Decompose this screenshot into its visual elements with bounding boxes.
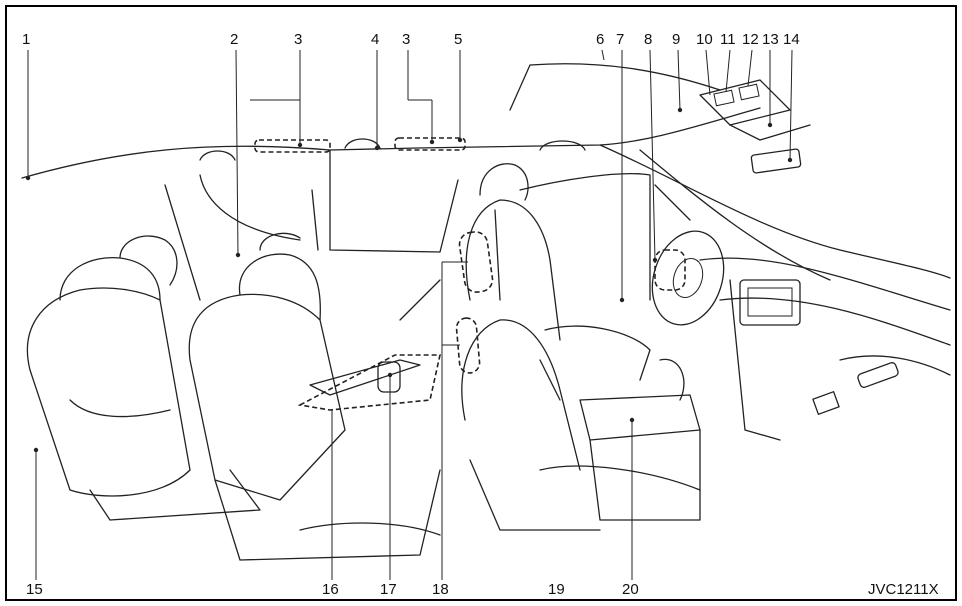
seatbelts <box>164 184 501 321</box>
callout-7: 7 <box>616 31 624 48</box>
leader-lines <box>27 49 793 580</box>
overhead-console <box>699 79 811 174</box>
callout-13: 13 <box>762 31 779 48</box>
grab-handles <box>199 138 691 221</box>
callout-9: 9 <box>672 31 680 48</box>
callout-15: 15 <box>26 581 43 598</box>
third-row-seat <box>26 235 261 521</box>
callout-6: 6 <box>596 31 604 48</box>
diagram-frame <box>5 5 957 601</box>
callout-3-left: 3 <box>294 31 302 48</box>
callout-17: 17 <box>380 581 397 598</box>
callout-1: 1 <box>22 31 30 48</box>
callout-19: 19 <box>548 581 565 598</box>
callout-10: 10 <box>696 31 713 48</box>
ceiling-fixtures <box>254 137 466 153</box>
callout-20: 20 <box>622 581 639 598</box>
cabin-outline <box>21 63 951 521</box>
leader-dots <box>25 107 793 453</box>
callout-12: 12 <box>742 31 759 48</box>
callout-labels: 1 2 3 4 3 5 6 7 8 9 10 11 12 13 14 15 16… <box>22 31 939 598</box>
callout-4: 4 <box>371 31 379 48</box>
callout-14: 14 <box>783 31 800 48</box>
callout-11: 11 <box>720 31 736 48</box>
callout-5: 5 <box>454 31 462 48</box>
front-seats <box>455 163 701 531</box>
callout-18: 18 <box>432 581 449 598</box>
callout-8: 8 <box>644 31 652 48</box>
callout-16: 16 <box>322 581 339 598</box>
figure-code: JVC1211X <box>868 581 939 598</box>
callout-2: 2 <box>230 31 238 48</box>
second-row-seat <box>188 232 441 561</box>
map-light <box>750 148 802 174</box>
callout-3-right: 3 <box>402 31 410 48</box>
